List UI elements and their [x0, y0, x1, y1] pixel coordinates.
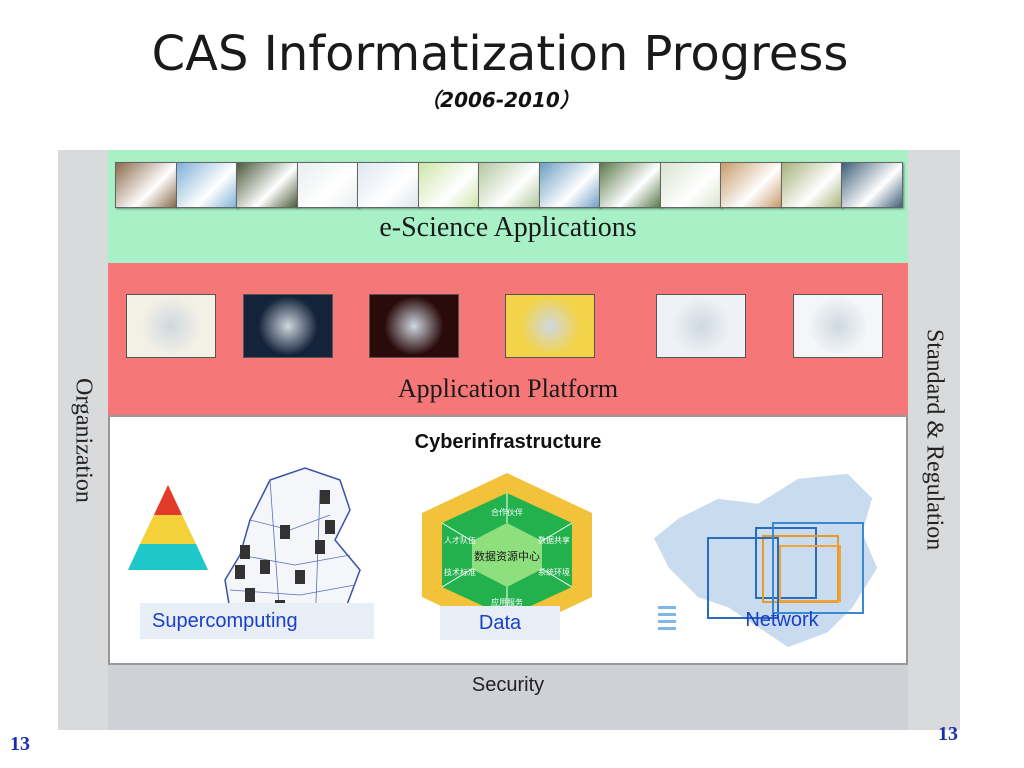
- page-number-left: 13: [10, 733, 30, 755]
- application-platform-label: Application Platform: [397, 374, 619, 403]
- standard-regulation-label: Standard & Regulation: [921, 329, 948, 551]
- e-science-thumbnail: [417, 162, 480, 208]
- e-science-thumbnail: [236, 162, 298, 208]
- hexagon-inner-label: 技术标准: [444, 567, 476, 577]
- e-science-thumbnail: [478, 162, 540, 208]
- network-label: Network: [745, 609, 819, 631]
- cyberinfrastructure-label: Cyberinfrastructure: [414, 431, 602, 453]
- e-science-thumbnail: [659, 162, 722, 208]
- e-science-thumbnail: [115, 162, 177, 208]
- slide-subtitle: （2006-2010）: [420, 88, 580, 112]
- network-map-graphic: [652, 472, 879, 649]
- e-science-label: e-Science Applications: [379, 212, 637, 243]
- organization-label: Organization: [70, 377, 97, 503]
- e-science-thumbnail: [175, 162, 238, 208]
- platform-thumbnail: [126, 294, 216, 358]
- platform-thumbnail: [505, 294, 595, 358]
- hexagon-center-label: 数据资源中心: [474, 549, 540, 563]
- platform-thumbnail: [369, 294, 459, 358]
- hexagon-inner-label: 应用服务: [491, 597, 523, 607]
- e-science-thumbnail: [357, 162, 419, 208]
- e-science-thumbnail: [599, 162, 661, 208]
- hexagon-inner-label: 数据共享: [538, 535, 570, 545]
- e-science-thumbnail: [296, 162, 359, 208]
- e-science-thumbnails: [115, 162, 905, 208]
- organization-pillar: [58, 150, 108, 730]
- e-science-thumbnail: [720, 162, 782, 208]
- e-science-thumbnail: [538, 162, 601, 208]
- page-number-right: 13: [938, 723, 958, 745]
- hexagon-inner-label: 合作伙伴: [491, 507, 523, 517]
- security-layer: [108, 665, 908, 730]
- platform-thumbnail: [656, 294, 746, 358]
- standard-label-wrap: Standard & Regulation: [908, 150, 960, 730]
- e-science-thumbnail: [841, 162, 903, 208]
- data-label: Data: [440, 606, 560, 640]
- standard-pillar: [908, 150, 960, 730]
- e-science-thumbnail: [780, 162, 843, 208]
- supercomputing-label: Supercomputing: [140, 603, 374, 639]
- hexagon-inner-label: 系统环境: [538, 567, 570, 577]
- hexagon-inner-label: 人才队伍: [444, 535, 476, 545]
- platform-thumbnail: [793, 294, 883, 358]
- data-hexagon-graphic: 数据资源中心 合作伙伴 数据共享 系统环境 应用服务 技术标准 人才队伍: [422, 473, 592, 637]
- slide-title: CAS Informatization Progress: [151, 26, 849, 82]
- organization-label-wrap: Organization: [58, 150, 108, 730]
- supercomputing-graphic: [128, 467, 361, 636]
- security-label: Security: [471, 674, 545, 696]
- platform-thumbnail: [243, 294, 333, 358]
